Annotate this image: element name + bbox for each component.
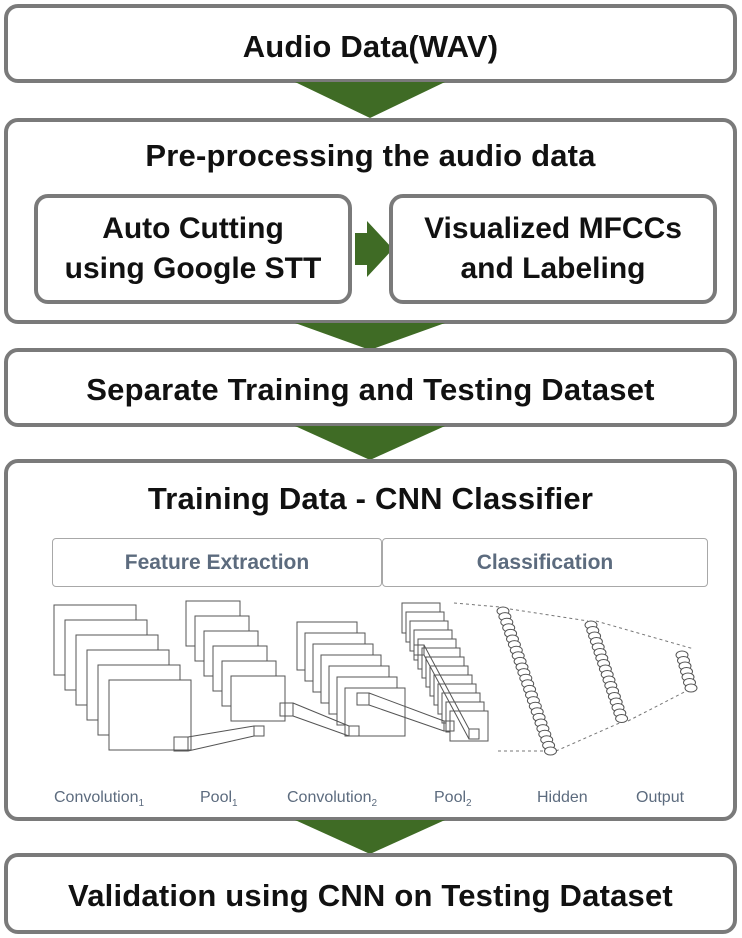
output-neuron: [684, 683, 698, 693]
dashed-connection: [555, 720, 625, 752]
auto-cutting-line2: using Google STT: [64, 252, 322, 285]
validation-box: Validation using CNN on Testing Dataset: [4, 853, 737, 934]
layer-label-output: Output: [636, 789, 685, 806]
link-c2-p2-line: [368, 692, 445, 722]
classification-label: Classification: [382, 538, 708, 587]
arrow-down-icon: [295, 82, 445, 118]
arrow-right-icon: [355, 221, 393, 277]
preprocessing-title: Pre-processing the audio data: [145, 138, 596, 173]
link-c2-p2-src: [356, 692, 370, 706]
layer-label-convolution1: Convolution1: [54, 789, 145, 810]
link-c1-p1-line: [187, 725, 255, 738]
mfcc-line2: and Labeling: [460, 252, 646, 285]
link-p1-c2-dst: [348, 725, 360, 737]
link-p2-fc-src: [413, 644, 425, 656]
feature-extraction-label: Feature Extraction: [52, 538, 382, 587]
layer-label-hidden: Hidden: [537, 789, 588, 806]
cnn-architecture-diagram: [53, 600, 698, 756]
link-p1-c2-line: [292, 715, 350, 737]
mfcc-labeling-box: Visualized MFCCs and Labeling: [389, 194, 717, 304]
dashed-connection: [595, 620, 695, 650]
audio-data-box: Audio Data(WAV): [4, 4, 737, 83]
dashed-connection: [509, 608, 589, 622]
link-c1-p1-src: [173, 736, 189, 752]
link-p2-fc-line: [423, 644, 470, 730]
layer-label-convolution2: Convolution2: [287, 789, 378, 810]
training-cnn-box: Training Data - CNN Classifier Feature E…: [4, 459, 737, 821]
link-c1-p1-dst: [253, 725, 265, 737]
link-p2-fc-dst: [468, 728, 480, 740]
layer-label-pool1: Pool1: [200, 789, 238, 810]
dashed-connection: [453, 602, 501, 608]
auto-cutting-line1: Auto Cutting: [102, 212, 284, 245]
dashed-connection: [627, 686, 695, 722]
convolution1-feature-map: [108, 679, 192, 751]
hidden-neuron-b: [615, 714, 629, 723]
link-p1-c2-line: [292, 702, 350, 727]
separate-dataset-box: Separate Training and Testing Dataset: [4, 348, 737, 427]
separate-dataset-title: Separate Training and Testing Dataset: [86, 372, 655, 407]
arrow-down-icon: [295, 323, 445, 350]
link-p1-c2-src: [279, 702, 294, 717]
preprocessing-box: Pre-processing the audio data Auto Cutti…: [4, 118, 737, 324]
training-cnn-title: Training Data - CNN Classifier: [147, 481, 594, 516]
pool1-feature-map: [230, 675, 286, 722]
convolution2-feature-map: [344, 687, 406, 737]
layer-label-pool2: Pool2: [434, 789, 472, 810]
hidden-neuron-a: [544, 746, 557, 756]
audio-data-title: Audio Data(WAV): [242, 29, 499, 64]
mfcc-line1: Visualized MFCCs: [424, 212, 682, 245]
link-p2-fc-line: [423, 654, 470, 740]
auto-cutting-box: Auto Cutting using Google STT: [34, 194, 352, 304]
link-c2-p2-dst: [443, 720, 455, 732]
link-c2-p2-line: [368, 704, 445, 732]
arrow-down-icon: [295, 820, 445, 854]
validation-title: Validation using CNN on Testing Dataset: [68, 878, 673, 913]
link-c1-p1-line: [187, 735, 255, 752]
arrow-down-icon: [295, 426, 445, 460]
